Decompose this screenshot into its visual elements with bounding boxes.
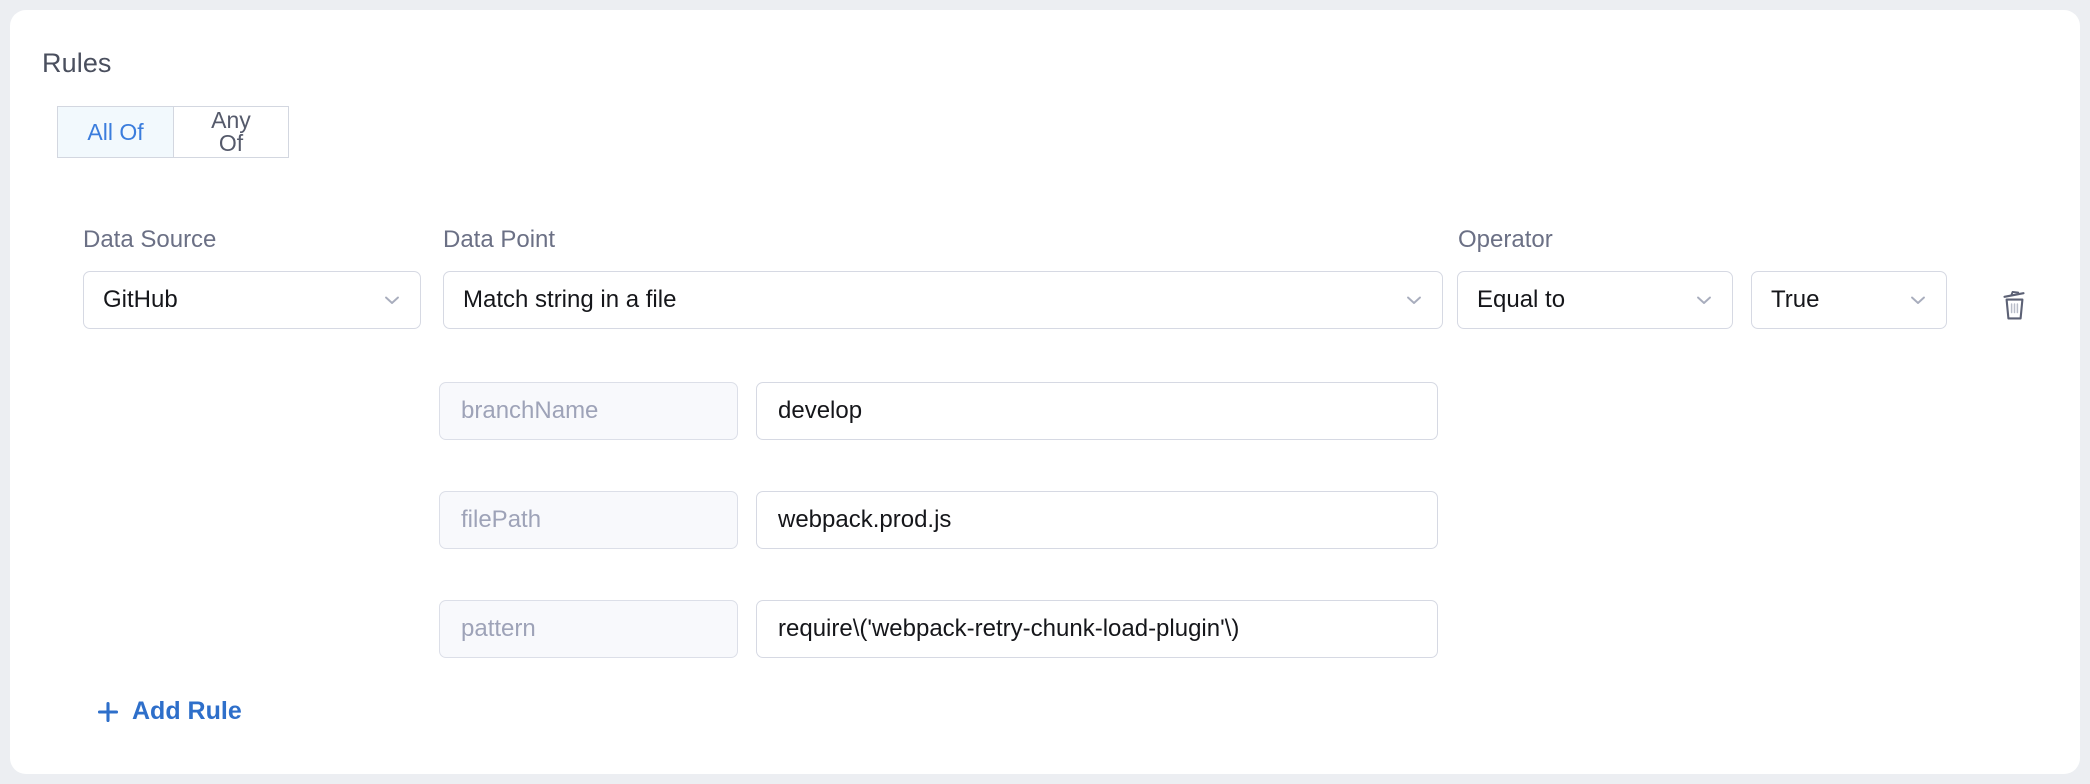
column-label-data-point: Data Point	[443, 226, 556, 253]
param-key-label: branchName	[461, 397, 599, 424]
chevron-down-icon	[381, 289, 403, 311]
add-rule-button[interactable]: Add Rule	[96, 699, 242, 724]
param-value-field[interactable]: develop	[756, 382, 1438, 440]
operator-select[interactable]: Equal to	[1457, 271, 1733, 329]
data-source-select[interactable]: GitHub	[83, 271, 421, 329]
operator-value: Equal to	[1477, 288, 1566, 312]
toggle-any-of[interactable]: Any Of	[173, 106, 289, 158]
add-rule-label: Add Rule	[132, 697, 242, 725]
plus-icon	[96, 700, 120, 724]
param-key-label: pattern	[461, 615, 536, 642]
page-title: Rules	[42, 48, 112, 78]
operator-value-select[interactable]: True	[1751, 271, 1947, 329]
param-value-field[interactable]: require\('webpack-retry-chunk-load-plugi…	[756, 600, 1438, 658]
param-key-field[interactable]: filePath	[439, 491, 738, 549]
param-value-field[interactable]: webpack.prod.js	[756, 491, 1438, 549]
param-value-text: webpack.prod.js	[778, 508, 952, 532]
param-key-field[interactable]: pattern	[439, 600, 738, 658]
column-label-data-source: Data Source	[83, 226, 217, 253]
match-mode-toggle-group: All Of Any Of	[57, 106, 289, 158]
data-point-value: Match string in a file	[463, 288, 677, 312]
column-label-operator: Operator	[1458, 226, 1553, 253]
chevron-down-icon	[1907, 289, 1929, 311]
trash-icon	[1998, 287, 2032, 326]
chevron-down-icon	[1403, 289, 1425, 311]
rules-card: Rules All Of Any Of Data Source Data Poi…	[10, 10, 2080, 774]
toggle-all-of[interactable]: All Of	[57, 106, 173, 158]
data-point-select[interactable]: Match string in a file	[443, 271, 1443, 329]
param-key-label: filePath	[461, 506, 542, 533]
param-value-text: develop	[778, 399, 863, 423]
param-key-field[interactable]: branchName	[439, 382, 738, 440]
delete-rule-button[interactable]	[1989, 284, 2041, 328]
operator-value-selected: True	[1771, 288, 1820, 312]
data-source-value: GitHub	[103, 288, 178, 312]
param-value-text: require\('webpack-retry-chunk-load-plugi…	[778, 617, 1240, 641]
chevron-down-icon	[1693, 289, 1715, 311]
